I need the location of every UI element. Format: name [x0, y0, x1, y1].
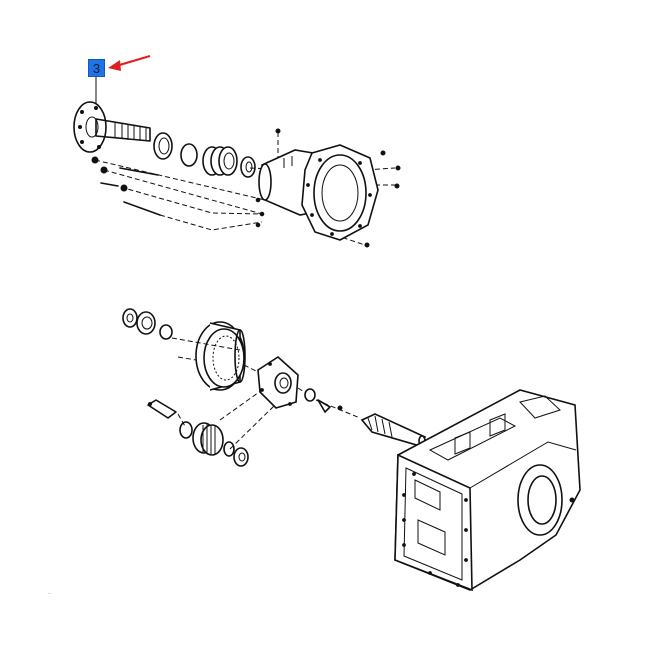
thrust-washer-icon[interactable] [304, 388, 343, 413]
corner-mark: .. [48, 590, 52, 596]
oil-seal-icon[interactable] [153, 132, 173, 160]
washer-icon[interactable] [240, 156, 256, 178]
assembly-lines-lower [171, 337, 361, 450]
bearing-icon[interactable] [202, 146, 238, 176]
housing-bolts-icon[interactable] [255, 128, 401, 248]
pointer-arrow-icon [108, 54, 151, 71]
axle-shaft-icon[interactable] [73, 101, 151, 153]
planet-carrier-icon[interactable] [257, 355, 299, 409]
part-callout-label[interactable]: 3 [88, 59, 105, 77]
seal-rings-lower-icon[interactable] [122, 308, 173, 340]
ring-gear-icon[interactable] [195, 321, 246, 391]
sun-gear-shaft-icon[interactable] [360, 413, 427, 447]
stud-bolts-icon[interactable] [91, 156, 161, 216]
planet-gear-icon[interactable] [147, 399, 249, 467]
axle-housing-icon[interactable] [258, 144, 379, 241]
transmission-housing-icon[interactable] [394, 389, 581, 592]
snap-ring-icon[interactable] [180, 143, 198, 167]
